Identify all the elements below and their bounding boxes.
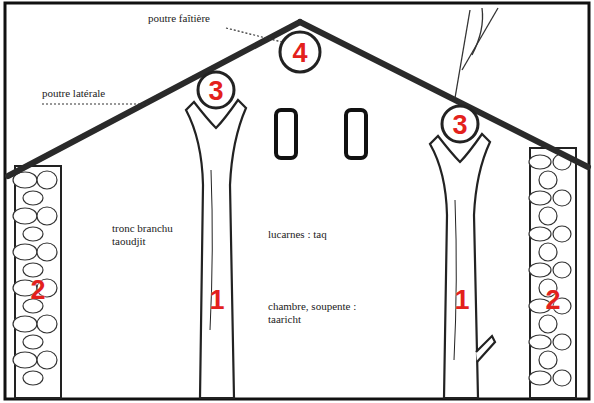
frame — [5, 3, 589, 399]
stone-walls — [13, 148, 576, 398]
stone — [539, 171, 557, 189]
stone — [529, 263, 551, 277]
left-trunk — [186, 100, 246, 398]
stone — [13, 244, 37, 260]
stone — [13, 352, 37, 368]
bark — [454, 200, 456, 360]
stone — [529, 335, 551, 349]
stone — [539, 315, 557, 333]
callout-number: 2 — [30, 277, 45, 304]
stone — [13, 316, 37, 332]
roof — [8, 22, 588, 176]
stone — [539, 207, 557, 225]
stone — [529, 227, 551, 241]
stick — [462, 8, 498, 70]
stone — [553, 334, 571, 350]
stone — [23, 227, 43, 241]
stone — [529, 155, 551, 169]
right-wall — [530, 148, 576, 398]
leader-line — [42, 103, 150, 104]
stone — [553, 226, 571, 242]
stick — [472, 8, 483, 55]
trunks — [186, 100, 495, 398]
ridge-beam — [280, 32, 320, 72]
lateral-beam — [198, 72, 234, 108]
callout-number: 1 — [454, 287, 469, 314]
part-label: poutre faîtière — [148, 12, 210, 25]
stone — [13, 208, 37, 224]
part-label: poutre latérale — [42, 87, 105, 100]
stone — [553, 190, 571, 206]
stone — [23, 191, 43, 205]
lateral-beam — [442, 106, 478, 142]
window — [276, 110, 296, 158]
stone — [539, 243, 557, 261]
callout-number: 3 — [452, 112, 467, 139]
window — [346, 110, 366, 158]
leader-line — [226, 28, 282, 42]
stone — [553, 262, 571, 278]
stone — [37, 171, 57, 189]
branch-stub — [476, 336, 495, 362]
part-label: lucarnes : taq — [268, 228, 327, 241]
part-label: tronc branchu taoudjit — [112, 222, 194, 248]
callout-number: 2 — [545, 287, 560, 314]
callout-number: 4 — [292, 40, 307, 67]
stone — [37, 243, 57, 261]
stone — [23, 335, 43, 349]
callout-number: 1 — [209, 287, 224, 314]
stone — [529, 191, 551, 205]
part-label: chambre, soupente : taaricht — [268, 300, 388, 326]
stone — [553, 370, 571, 386]
roof-sticks — [455, 8, 498, 98]
stick — [455, 10, 470, 98]
stone — [529, 371, 551, 385]
stone — [23, 263, 43, 277]
stone — [23, 371, 43, 385]
stone — [37, 351, 57, 369]
stone — [37, 315, 57, 333]
stone — [539, 351, 557, 369]
roof-slope — [8, 22, 300, 176]
stone — [37, 207, 57, 225]
callout-number: 3 — [208, 78, 223, 105]
